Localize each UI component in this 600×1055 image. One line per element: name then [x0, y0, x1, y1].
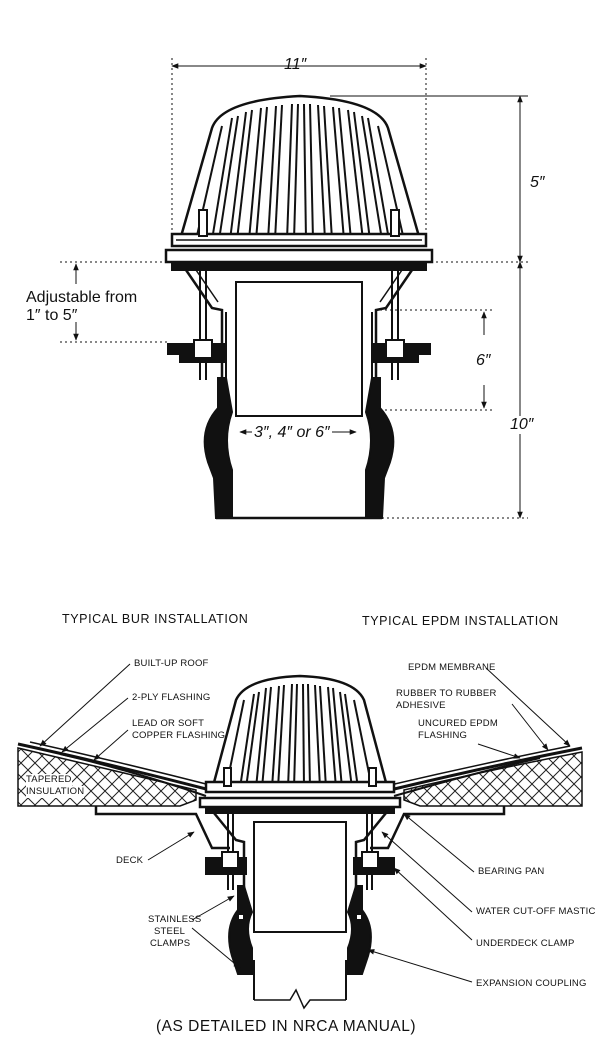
coupling-right — [364, 377, 395, 519]
adjustable-label-line2: 1″ to 5″ — [26, 307, 78, 324]
rubber-adhesive-label-line1: RUBBER TO RUBBER — [396, 688, 497, 699]
lead-flashing-label-line2: COPPER FLASHING — [132, 730, 226, 741]
drain-elevation-top — [60, 58, 528, 520]
sleeve-height-label: 6″ — [476, 352, 491, 369]
bur-installation-heading: TYPICAL BUR INSTALLATION — [62, 612, 249, 626]
figure-caption: (AS DETAILED IN NRCA MANUAL) — [156, 1018, 417, 1035]
water-cutoff-mastic-label: WATER CUT-OFF MASTIC — [476, 906, 596, 917]
coupling-left — [203, 377, 234, 519]
drain-installation-section — [17, 663, 583, 1010]
two-ply-flashing-label: 2-PLY FLASHING — [132, 692, 211, 703]
built-up-roof-label: BUILT-UP ROOF — [134, 658, 209, 669]
epdm-membrane-label: EPDM MEMBRANE — [408, 662, 496, 673]
strainer-dome — [178, 94, 422, 242]
tapered-insulation-label-line1: TAPERED — [26, 774, 72, 786]
body-height-label: 10″ — [508, 416, 536, 434]
uncured-epdm-label-line1: UNCURED EPDM — [418, 718, 498, 729]
stainless-clamps-label-line2: STEEL — [154, 926, 186, 937]
uncured-epdm-label-line2: FLASHING — [418, 730, 468, 741]
dome-height-label: 5″ — [530, 174, 545, 191]
bearing-pan-label: BEARING PAN — [478, 866, 545, 877]
underdeck-clamp-label: UNDERDECK CLAMP — [476, 938, 575, 949]
outlet-size-label: 3″, 4″ or 6″ — [252, 424, 332, 442]
tapered-insulation-label-line2: INSULATION — [26, 786, 85, 798]
lead-flashing-label-line1: LEAD OR SOFT — [132, 718, 205, 729]
adjustable-label-line1: Adjustable from — [26, 289, 138, 306]
stainless-clamps-label-line1: STAINLESS — [148, 914, 202, 925]
rubber-adhesive-label-line2: ADHESIVE — [396, 700, 446, 711]
expansion-coupling-label: EXPANSION COUPLING — [476, 978, 587, 989]
deck-label: DECK — [116, 855, 144, 866]
width-dimension-label: 11″ — [284, 56, 307, 73]
stainless-clamps-label-line3: CLAMPS — [150, 938, 191, 949]
epdm-installation-heading: TYPICAL EPDM INSTALLATION — [362, 614, 559, 628]
